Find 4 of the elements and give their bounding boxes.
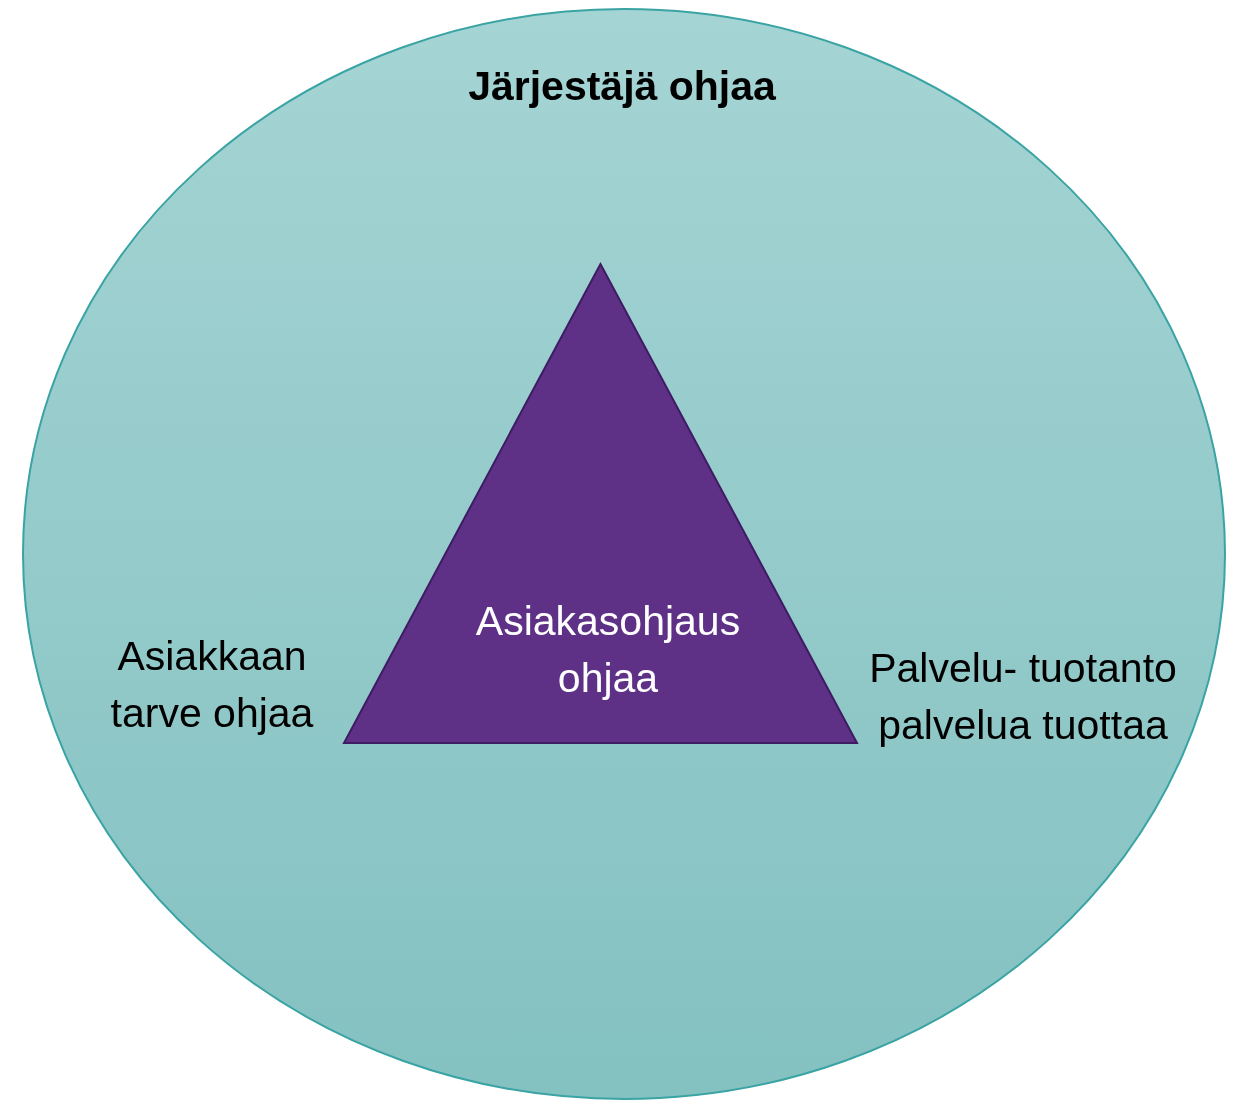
circle-title: Järjestäjä ohjaa — [467, 62, 777, 111]
corner-label: Palvelu- tuotanto palvelua tuottaa — [868, 644, 1178, 750]
triangle-label: Asiakasohjaus ohjaa — [474, 597, 742, 703]
corner-label: Asiakkaan tarve ohjaa — [109, 632, 315, 738]
